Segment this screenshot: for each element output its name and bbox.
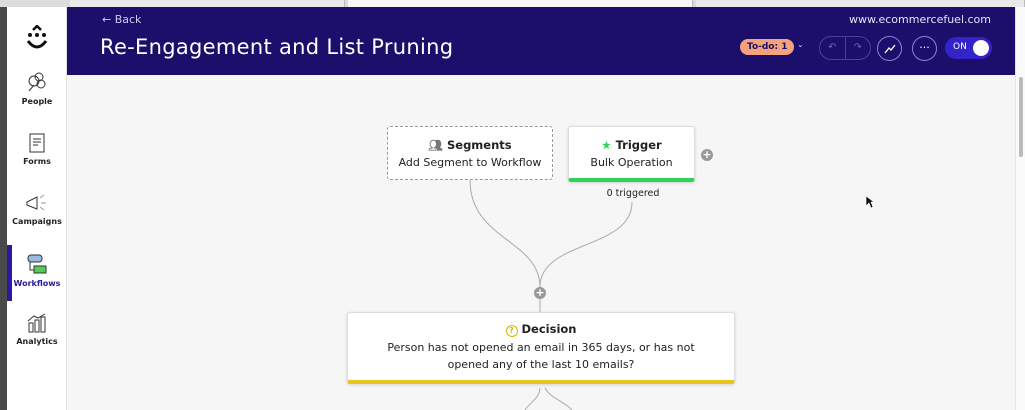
sidebar-item-people[interactable]: People [7,71,67,106]
sidebar: People Forms Campaigns Workflows Analyti… [7,7,67,410]
sidebar-item-label: Analytics [16,337,58,346]
sidebar-item-workflows[interactable]: Workflows [7,245,67,301]
megaphone-icon [26,194,46,211]
connector-line [524,387,541,410]
undo-icon[interactable]: ↶ [820,37,846,59]
browser-tab[interactable] [348,0,693,7]
sidebar-item-label: Workflows [13,279,61,288]
window-edge [0,7,7,410]
chevron-down-icon[interactable]: ⌄ [797,40,804,49]
star-icon: ★ [601,138,612,152]
question-icon: ? [505,325,518,337]
scrollbar[interactable] [1015,7,1025,410]
analytics-button[interactable] [877,36,902,61]
more-options-button[interactable]: ··· [912,36,937,61]
trigger-count: 0 triggered [606,188,660,199]
people-icon: 👥︎ [428,138,443,152]
site-url: www.ecommercefuel.com [849,13,991,26]
sidebar-item-label: Forms [23,157,51,166]
sidebar-item-campaigns[interactable]: Campaigns [7,193,67,226]
node-title: Trigger [615,138,662,152]
connector-line [544,387,573,410]
sidebar-item-label: Campaigns [12,217,62,226]
form-icon [29,133,45,153]
add-step-button[interactable]: + [701,148,713,161]
workflow-on-toggle[interactable]: ON [945,37,992,59]
toggle-knob [973,40,989,56]
workflow-icon [27,254,47,274]
redo-icon[interactable]: ↷ [853,42,862,53]
node-title: Decision [521,322,577,336]
trend-icon [883,44,896,54]
scrollbar-thumb[interactable] [1019,77,1023,157]
mouse-cursor-icon [865,195,875,209]
more-icon: ··· [919,41,930,54]
browser-tab[interactable] [70,0,345,7]
page-title: Re-Engagement and List Pruning [100,35,454,59]
node-subtitle: Add Segment to Workflow [398,156,542,169]
node-title: Segments [446,138,512,152]
trigger-node[interactable]: ★ Trigger Bulk Operation [568,126,695,182]
todo-badge[interactable]: To-do: 1 [740,39,795,55]
chart-icon [27,313,46,333]
node-subtitle: Bulk Operation [590,156,673,169]
sidebar-item-analytics[interactable]: Analytics [7,313,67,346]
sidebar-item-forms[interactable]: Forms [7,133,67,166]
decision-node[interactable]: ? Decision Person has not opened an emai… [347,312,735,384]
segments-node[interactable]: 👥︎ Segments Add Segment to Workflow [387,126,553,180]
node-subtitle: Person has not opened an email in 365 da… [387,341,695,371]
toggle-label: ON [953,42,967,52]
add-step-button[interactable]: + [534,286,546,299]
people-icon [28,72,46,92]
page-header: ← Back Re-Engagement and List Pruning ww… [67,7,1015,75]
undo-redo-group: ↶↷ [819,36,871,60]
logo-icon [26,25,48,49]
back-link[interactable]: ← Back [102,13,142,26]
connector-line [539,201,633,288]
sidebar-item-label: People [21,97,53,106]
connector-line [469,179,541,288]
